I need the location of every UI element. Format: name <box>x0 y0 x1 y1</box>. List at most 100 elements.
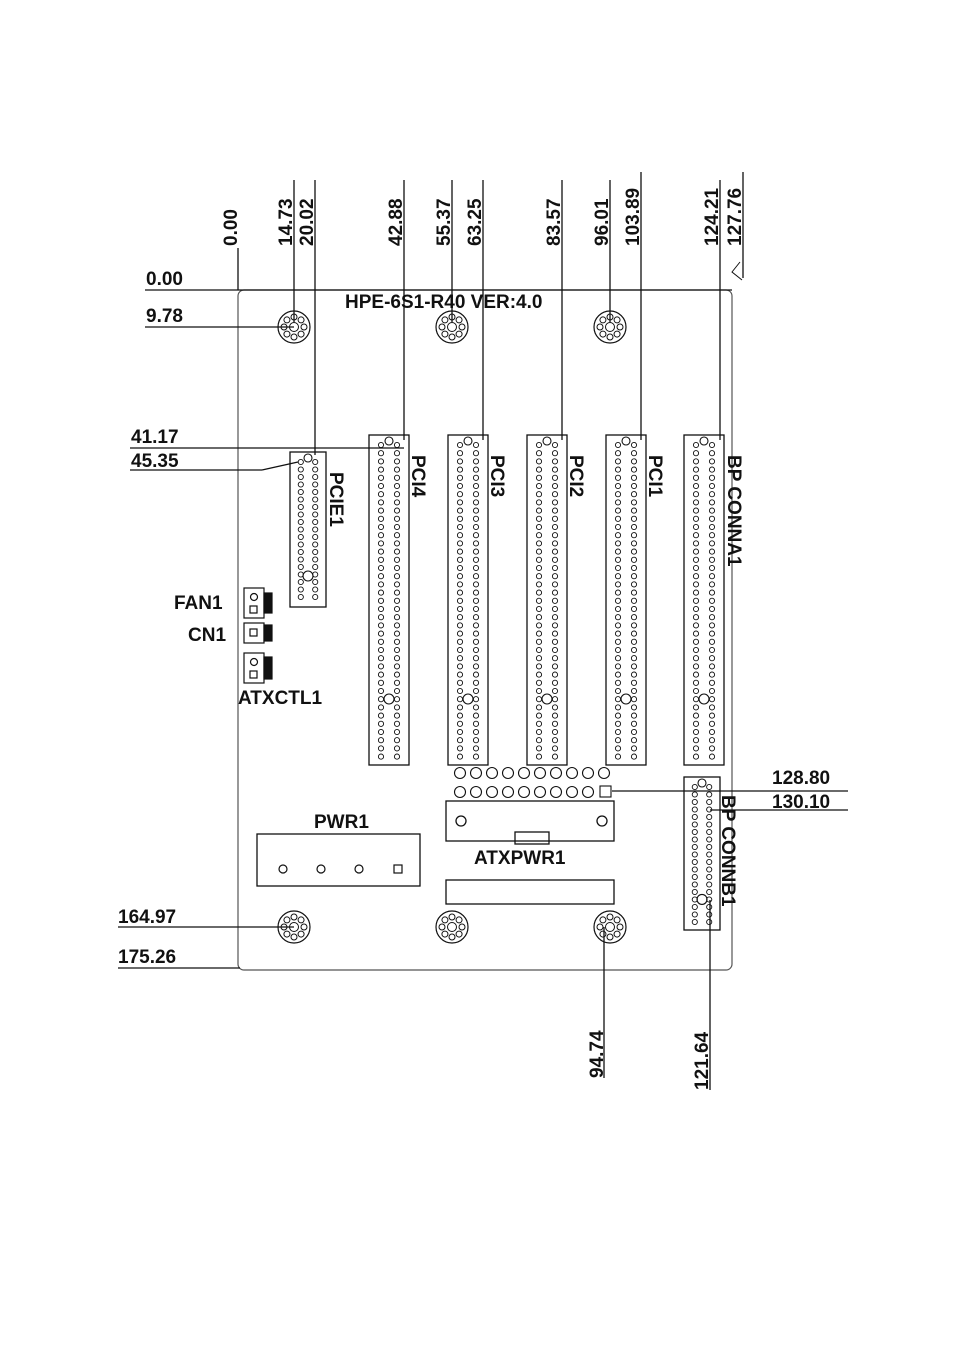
slot-pin <box>536 459 541 464</box>
slot-pin <box>298 557 303 562</box>
slot-pin <box>552 647 557 652</box>
slot-pin <box>692 882 697 887</box>
slot-pin <box>615 738 620 743</box>
bp-connb1-slot <box>684 777 720 930</box>
slot-pin <box>615 705 620 710</box>
slot-pin <box>457 623 462 628</box>
right-dim-label: 130.10 <box>772 792 830 813</box>
slot-pin <box>536 688 541 693</box>
bottom-dim-label: 121.64 <box>692 1031 713 1090</box>
slot-pin <box>536 647 541 652</box>
mounting-holes <box>278 311 626 943</box>
slot-pin <box>536 582 541 587</box>
atx-pin <box>551 787 562 798</box>
slot-pin <box>615 582 620 587</box>
slot-pin <box>473 656 478 661</box>
slot-pin <box>378 639 383 644</box>
slot-pin <box>707 882 712 887</box>
top-dim-label: 83.57 <box>544 198 565 246</box>
slot-pin <box>707 859 712 864</box>
slot-pin <box>473 639 478 644</box>
slot-pin <box>473 541 478 546</box>
slot-pin <box>709 500 714 505</box>
slot-pin <box>631 475 636 480</box>
slot-pin <box>615 688 620 693</box>
slot-pin <box>552 574 557 579</box>
bp-conna1-label: BP CONNA1 <box>723 455 744 567</box>
key-hole <box>463 694 473 704</box>
slot-pin <box>693 606 698 611</box>
slot-pin <box>552 483 557 488</box>
slot-pin <box>631 746 636 751</box>
slot-pin <box>457 500 462 505</box>
atx-pin <box>535 768 546 779</box>
left-dim-label: 175.26 <box>118 947 176 968</box>
atxctl1-pin <box>250 671 257 678</box>
slot-pin <box>313 549 318 554</box>
slot-pin <box>615 615 620 620</box>
slot-pin <box>473 729 478 734</box>
slot-pin <box>378 672 383 677</box>
slot-pin <box>707 874 712 879</box>
slot-pin <box>709 549 714 554</box>
slot-pin <box>707 844 712 849</box>
slot-pin <box>394 451 399 456</box>
slot-pin <box>631 565 636 570</box>
slot-pin <box>536 639 541 644</box>
slot-pin <box>536 483 541 488</box>
slot-pin <box>457 508 462 513</box>
slot-pin <box>378 508 383 513</box>
slot-pin <box>394 475 399 480</box>
slot-pin <box>378 459 383 464</box>
slot-pin <box>457 615 462 620</box>
slot-pin <box>615 590 620 595</box>
slot-pin <box>692 919 697 924</box>
slot-pin <box>552 475 557 480</box>
slot-pin <box>552 606 557 611</box>
slot-pin <box>298 542 303 547</box>
slot-pin <box>378 697 383 702</box>
slot-pin <box>394 492 399 497</box>
slot-pin <box>473 467 478 472</box>
slot-pin <box>473 688 478 693</box>
slot-pin <box>457 582 462 587</box>
slot-pin <box>693 729 698 734</box>
slot-pin <box>707 799 712 804</box>
bp-conna1-slot <box>684 435 724 765</box>
slot-pin <box>693 541 698 546</box>
slot-pin <box>457 656 462 661</box>
slot-pin <box>631 697 636 702</box>
pcie1-label: PCIE1 <box>325 472 346 527</box>
slot-pin <box>709 623 714 628</box>
slot-pin <box>473 492 478 497</box>
slot-pin <box>552 492 557 497</box>
cn1-latch <box>264 625 272 641</box>
atx-pin <box>519 787 530 798</box>
slot-pin <box>536 697 541 702</box>
slot-pin <box>693 705 698 710</box>
slot-pin <box>631 582 636 587</box>
slot-pin <box>631 541 636 546</box>
slot-pin <box>473 533 478 538</box>
slot-pin <box>615 541 620 546</box>
slot-pin <box>693 451 698 456</box>
slot-pin <box>709 647 714 652</box>
slot-pin <box>473 746 478 751</box>
slot-pin <box>631 549 636 554</box>
slot-pin <box>552 721 557 726</box>
pwr1-pins <box>279 865 402 873</box>
slot-pin <box>552 738 557 743</box>
slot-pin <box>457 729 462 734</box>
slot-pin <box>394 688 399 693</box>
slot-pin <box>693 615 698 620</box>
slot-pin <box>313 482 318 487</box>
break-mark <box>732 262 742 280</box>
slot-pin <box>378 705 383 710</box>
slot-pin <box>313 512 318 517</box>
slot-pin <box>693 721 698 726</box>
slot-pin <box>631 557 636 562</box>
slot-pin <box>457 754 462 759</box>
cn1-header <box>244 623 264 643</box>
slot-pin <box>536 508 541 513</box>
slot-pin <box>313 579 318 584</box>
